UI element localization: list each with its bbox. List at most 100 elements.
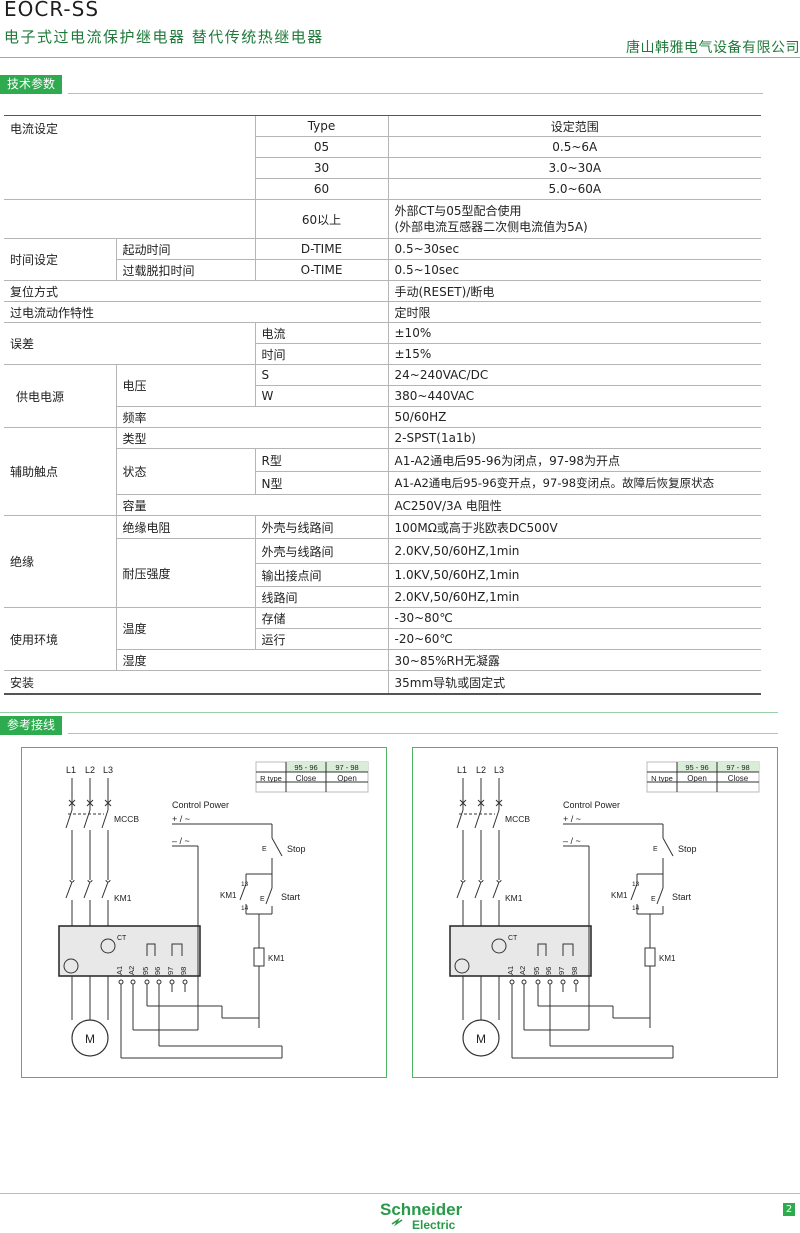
terminal-97: 97	[557, 967, 566, 975]
col2-header: 97 - 98	[335, 763, 358, 772]
start-e: E	[260, 896, 265, 903]
table-row: 使用环境 温度 存储 -30~80℃	[4, 607, 761, 671]
label-temp: 温度	[115, 607, 255, 650]
schneider-electric-logo: Schneider Electric	[380, 1200, 463, 1232]
col2-header: 97 - 98	[726, 763, 749, 772]
brand-sub: Electric	[412, 1218, 456, 1232]
terminal-98: 98	[179, 967, 188, 975]
label-current-setting: 电流设定	[4, 115, 255, 200]
terminal-a1: A1	[115, 966, 124, 975]
label-km1: KM1	[114, 893, 132, 903]
start-time-type: D-TIME	[254, 238, 388, 260]
label-ct: CT	[508, 935, 518, 942]
aux-km1: KM1	[220, 891, 237, 900]
table-row: 辅助触点 类型 2-SPST(1a1b)	[4, 427, 761, 516]
trip-time-type: O-TIME	[254, 259, 388, 281]
start-time-value: 0.5~30sec	[387, 238, 761, 260]
plus-label: + / ~	[172, 814, 190, 824]
reset-value: 手动(RESET)/断电	[387, 280, 761, 302]
label-l3: L3	[103, 765, 113, 775]
start-e: E	[651, 896, 656, 903]
label-reset: 复位方式	[4, 280, 388, 302]
label-l2: L2	[476, 765, 486, 775]
label-freq: 频率	[115, 406, 388, 428]
start-label: Start	[672, 892, 692, 902]
terminal-a2: A2	[127, 966, 136, 975]
table-row: 60 5.0~60A	[4, 178, 761, 200]
plus-label: + / ~	[563, 814, 581, 824]
header-rule	[0, 57, 800, 58]
label-trip-time: 过载脱扣时间	[115, 259, 255, 281]
label-operation: 运行	[254, 628, 388, 650]
table-row: 电流设定 Type 设定范围	[4, 115, 761, 200]
type-header: Type	[254, 115, 388, 137]
label-storage: 存储	[254, 607, 388, 629]
terminal-96: 96	[153, 967, 162, 975]
coil-km1: KM1	[659, 954, 676, 963]
stop-label: Stop	[678, 844, 697, 854]
stop-e: E	[653, 846, 658, 853]
col1-header: 95 - 96	[294, 763, 317, 772]
table-row: 状态 R型 A1-A2通电后95-96为闭点，97-98为开点	[4, 448, 761, 495]
range-line-2: (外部电流互感器二次侧电流值为5A)	[394, 220, 588, 234]
ws1: 外壳与线路间	[254, 538, 388, 564]
aux-cap-value: AC250V/3A 电阻性	[387, 494, 761, 516]
coil-km1: KM1	[268, 954, 285, 963]
label-l1: L1	[66, 765, 76, 775]
label-insulation: 绝缘	[4, 515, 116, 608]
table-row: 60以上 外部CT与05型配合使用(外部电流互感器二次侧电流值为5A)	[4, 199, 761, 239]
bolt-icon	[391, 1217, 403, 1227]
section-tag-wiring: 参考接线	[0, 716, 63, 735]
minus-label: – / ~	[563, 836, 581, 846]
table-row: 容量 AC250V/3A 电阻性	[4, 494, 761, 516]
table-row: 安装 35mm导轨或固定式	[4, 670, 761, 695]
volt-s-value: 24~240VAC/DC	[387, 364, 761, 386]
col1-value: Open	[687, 774, 707, 783]
label-voltage: 电压	[115, 364, 255, 407]
section-rule-tech	[68, 93, 763, 94]
company-name: 唐山韩雅电气设备有限公司	[626, 40, 800, 56]
aux-14: 14	[632, 905, 640, 912]
spec-table: 电流设定 Type 设定范围 05 0.5~6A 30 3.0~30A 60 5…	[4, 115, 761, 695]
humidity-value: 30~85%RH无凝露	[387, 649, 761, 671]
operation-value: -20~60℃	[387, 628, 761, 650]
ws3: 线路间	[254, 586, 388, 608]
type-cell: 60以上	[254, 199, 388, 239]
range-cell: 3.0~30A	[387, 157, 761, 179]
terminal-95: 95	[141, 967, 150, 975]
aux-n: N型	[254, 471, 388, 495]
aux-n-value: A1-A2通电后95-96变开点，97-98变闭点。故障后恢复原状态	[387, 471, 761, 495]
table-row: 过载脱扣时间 O-TIME 0.5~10sec	[4, 259, 761, 281]
type-cell: 30	[254, 157, 388, 179]
model-title: EOCR-SS	[4, 0, 100, 21]
motor-label: M	[85, 1032, 95, 1046]
label-l2: L2	[85, 765, 95, 775]
freq-value: 50/60HZ	[387, 406, 761, 428]
table-row: 误差 电流 ±10%	[4, 322, 761, 365]
col1-header: 95 - 96	[685, 763, 708, 772]
col2-value: Close	[728, 774, 749, 783]
table-row: 05 0.5~6A	[4, 136, 761, 158]
label-install: 安装	[4, 670, 388, 695]
table-row: 时间设定 起动时间 D-TIME 0.5~30sec	[4, 238, 761, 281]
table-row: 过电流动作特性 定时限	[4, 301, 761, 323]
aux-km1: KM1	[611, 891, 628, 900]
control-power-label: Control Power	[172, 800, 229, 810]
table-row: 30 3.0~30A	[4, 157, 761, 179]
label-km1: KM1	[505, 893, 523, 903]
range-cell-external: 外部CT与05型配合使用(外部电流互感器二次侧电流值为5A)	[387, 199, 761, 239]
ws1-value: 2.0KV,50/60HZ,1min	[387, 538, 761, 564]
label-ins-res: 绝缘电阻	[115, 515, 255, 539]
err-time-value: ±15%	[387, 343, 761, 365]
label-l3: L3	[494, 765, 504, 775]
terminal-a1: A1	[506, 966, 515, 975]
range-cell: 0.5~6A	[387, 136, 761, 158]
label-withstand: 耐压强度	[115, 538, 255, 608]
start-label: Start	[281, 892, 301, 902]
label-time-setting: 时间设定	[4, 238, 116, 281]
volt-w: W	[254, 385, 388, 407]
product-subtitle: 电子式过电流保护继电器 替代传统热继电器	[4, 28, 324, 46]
